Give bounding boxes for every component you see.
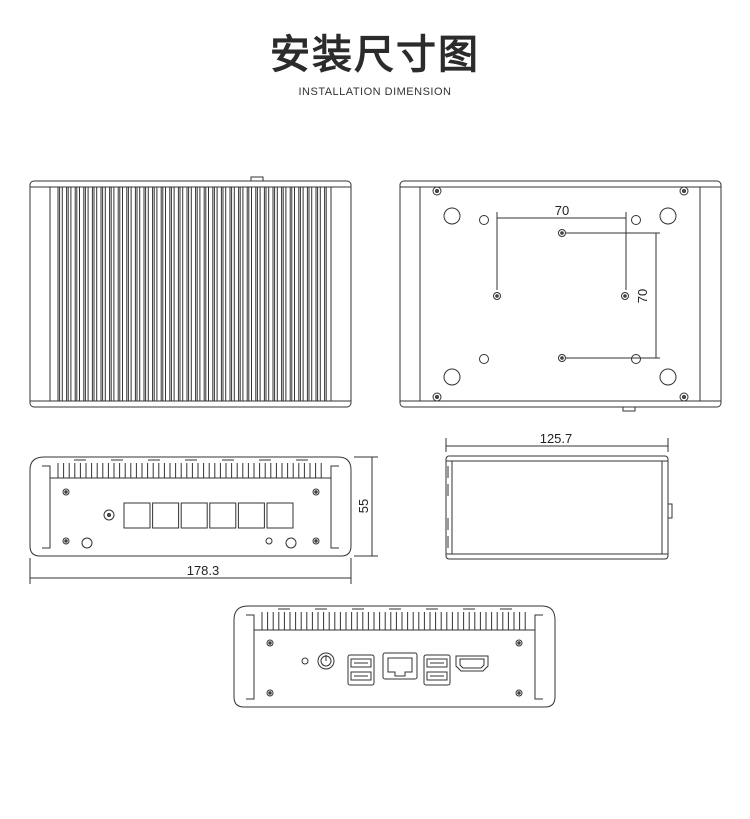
heatsink-fins bbox=[57, 187, 327, 401]
vesa-horizontal-label: 70 bbox=[555, 203, 569, 218]
front-view bbox=[29, 456, 352, 557]
power-led bbox=[301, 657, 309, 665]
foot-hole bbox=[659, 368, 677, 386]
foot-hole bbox=[659, 207, 677, 225]
rear-fins bbox=[261, 608, 526, 630]
page-title: 安装尺寸图 bbox=[270, 32, 480, 78]
screw bbox=[432, 392, 442, 402]
vesa-vertical-label: 70 bbox=[635, 289, 650, 303]
power-icon bbox=[317, 652, 335, 670]
width-label: 178.3 bbox=[187, 563, 220, 578]
reset-icon bbox=[103, 509, 115, 521]
front-fins bbox=[57, 459, 322, 478]
side-view bbox=[445, 455, 673, 560]
foot-hole bbox=[443, 207, 461, 225]
vesa-hole bbox=[558, 229, 566, 237]
top-view bbox=[29, 176, 352, 408]
rear-view bbox=[233, 605, 556, 708]
screw bbox=[432, 186, 442, 196]
screw bbox=[679, 392, 689, 402]
hdmi-port-icon bbox=[455, 655, 489, 672]
vesa-hole bbox=[621, 292, 629, 300]
usb-port-icon bbox=[347, 654, 375, 686]
ethernet-port-icon bbox=[382, 652, 418, 680]
foot-hole bbox=[443, 368, 461, 386]
depth-label: 125.7 bbox=[540, 431, 573, 446]
vesa-hole bbox=[558, 354, 566, 362]
lan-ports bbox=[123, 502, 294, 529]
usb-port-icon bbox=[423, 654, 451, 686]
height-label: 55 bbox=[356, 499, 371, 513]
vesa-hole bbox=[493, 292, 501, 300]
bottom-view bbox=[399, 180, 722, 412]
page-subtitle: INSTALLATION DIMENSION bbox=[298, 86, 452, 98]
screw bbox=[679, 186, 689, 196]
